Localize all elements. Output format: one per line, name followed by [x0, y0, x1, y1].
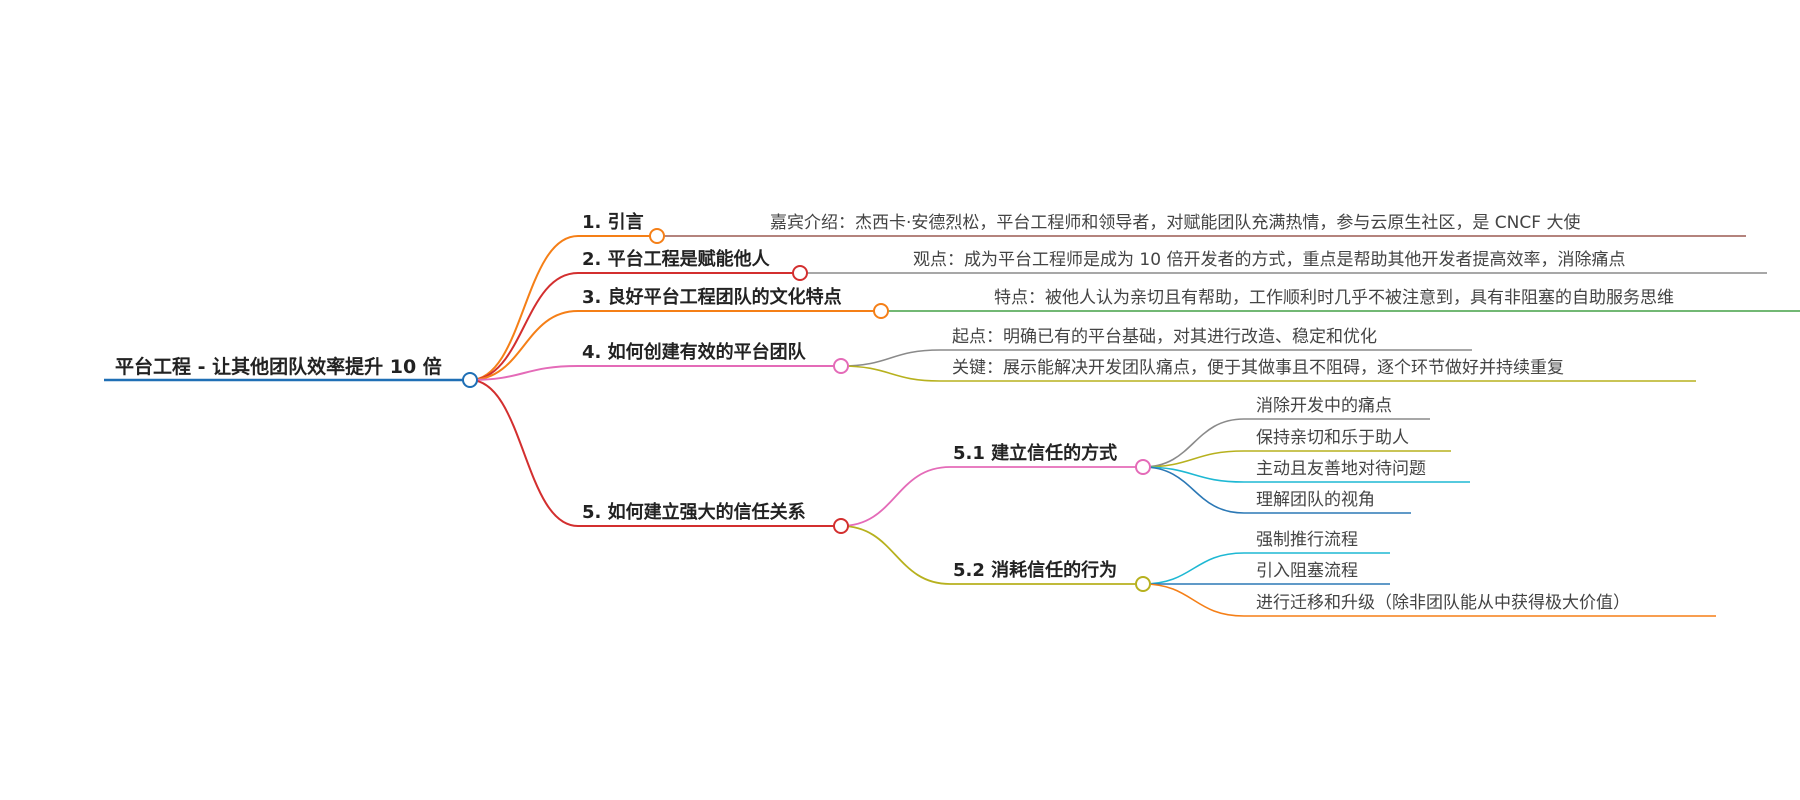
leaf-connector — [1142, 466, 1245, 514]
branch-connector — [469, 379, 579, 527]
branch-connector — [469, 310, 579, 381]
subbranch-connector — [840, 466, 951, 527]
branch-node[interactable]: 1. 引言 — [582, 212, 644, 233]
leaf-node[interactable]: 主动且友善地对待问题 — [1256, 459, 1426, 479]
branch-connector — [469, 272, 579, 381]
leaf-node[interactable]: 理解团队的视角 — [1256, 490, 1375, 510]
subbranch-connector — [840, 525, 951, 585]
subbranch-node[interactable]: 5.1 建立信任的方式 — [953, 443, 1118, 464]
branch-node[interactable]: 5. 如何建立强大的信任关系 — [582, 502, 806, 523]
subbranch-node[interactable]: 5.2 消耗信任的行为 — [953, 560, 1118, 581]
collapse-toggle-icon[interactable] — [833, 518, 849, 534]
leaf-connector — [1142, 552, 1245, 585]
root-node[interactable]: 平台工程 - 让其他团队效率提升 10 倍 — [115, 356, 442, 378]
branch-connector — [469, 235, 579, 381]
collapse-toggle-icon[interactable] — [1135, 576, 1151, 592]
collapse-toggle-icon[interactable] — [833, 358, 849, 374]
collapse-toggle-icon[interactable] — [792, 265, 808, 281]
leaf-node[interactable]: 观点：成为平台工程师是成为 10 倍开发者的方式，重点是帮助其他开发者提高效率，… — [913, 250, 1626, 270]
leaf-node[interactable]: 起点：明确已有的平台基础，对其进行改造、稳定和优化 — [952, 327, 1377, 347]
leaf-connector — [840, 349, 941, 367]
leaf-node[interactable]: 特点：被他人认为亲切且有帮助，工作顺利时几乎不被注意到，具有非阻塞的自助服务思维 — [994, 288, 1674, 308]
collapse-toggle-icon[interactable] — [462, 372, 478, 388]
collapse-toggle-icon[interactable] — [649, 228, 665, 244]
branch-connector — [469, 365, 579, 381]
leaf-connector — [840, 365, 941, 382]
leaf-node[interactable]: 保持亲切和乐于助人 — [1256, 428, 1409, 448]
leaf-node[interactable]: 关键：展示能解决开发团队痛点，便于其做事且不阻碍，逐个环节做好并持续重复 — [952, 358, 1564, 378]
leaf-connector — [1142, 583, 1245, 617]
leaf-node[interactable]: 消除开发中的痛点 — [1256, 396, 1392, 416]
branch-node[interactable]: 3. 良好平台工程团队的文化特点 — [582, 287, 842, 308]
leaf-connector — [1142, 466, 1245, 483]
collapse-toggle-icon[interactable] — [1135, 459, 1151, 475]
leaf-node[interactable]: 强制推行流程 — [1256, 530, 1358, 550]
leaf-node[interactable]: 进行迁移和升级（除非团队能从中获得极大价值） — [1256, 593, 1630, 613]
branch-node[interactable]: 2. 平台工程是赋能他人 — [582, 249, 770, 270]
leaf-node[interactable]: 引入阻塞流程 — [1256, 561, 1358, 581]
leaf-node[interactable]: 嘉宾介绍：杰西卡·安德烈松，平台工程师和领导者，对赋能团队充满热情，参与云原生社… — [770, 213, 1581, 233]
collapse-toggle-icon[interactable] — [873, 303, 889, 319]
branch-node[interactable]: 4. 如何创建有效的平台团队 — [582, 342, 806, 363]
leaf-connector — [1142, 450, 1245, 468]
leaf-connector — [1142, 418, 1245, 468]
